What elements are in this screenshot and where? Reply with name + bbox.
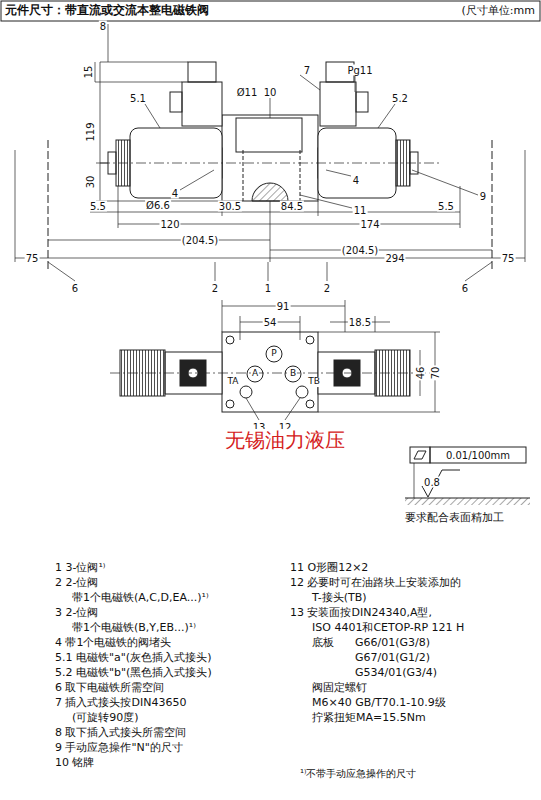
- dimension-label: 6: [71, 283, 79, 294]
- parts-list-text: 4 带1个电磁铁的阀堵头: [55, 637, 172, 649]
- dimension-label: 5.5: [437, 201, 455, 212]
- dimension-label: 7: [303, 65, 311, 76]
- parts-list-text: 5.1 电磁铁"a"(灰色插入式接头): [55, 652, 211, 664]
- dimension-label: Ø11: [236, 87, 259, 98]
- parts-list-text: 12 必要时可在油路块上安装添加的: [290, 577, 462, 589]
- header-title: 元件尺寸：带直流或交流本整电磁铁阀: [5, 4, 209, 17]
- dimension-label: 75: [25, 253, 40, 264]
- parts-list-text: 11 O形圈12×2: [290, 562, 368, 574]
- dimension-label: 5.5: [89, 201, 107, 212]
- dimension-label: 91: [276, 301, 291, 312]
- dimension-label: 0.01/100mm: [445, 450, 511, 461]
- dimension-label: 0.8: [423, 477, 441, 488]
- dimension-label: A: [251, 369, 259, 379]
- dimension-label: B: [289, 369, 297, 379]
- parts-list-text: 6 取下电磁铁所需空间: [55, 682, 165, 694]
- dimension-label: 120: [159, 219, 180, 230]
- dimension-label: 294: [384, 253, 405, 264]
- parts-list-text: 阀固定螺钉: [312, 682, 367, 694]
- parts-list-text: G66/01(G3/8): [355, 637, 430, 649]
- parts-list-text: ¹⁾不带手动应急操作的尺寸: [300, 768, 416, 779]
- dimension-label: 4: [171, 188, 179, 199]
- parts-list-text: 5.2 电磁铁"b"(黑色插入式接头): [55, 667, 212, 679]
- dimension-label: 15: [83, 65, 94, 80]
- parts-list-text: (可旋转90度): [72, 712, 139, 724]
- dimension-label: 18.5: [348, 317, 372, 328]
- parts-list-text: ISO 4401和CETOP-RP 121 H: [312, 622, 464, 634]
- dimension-label: Ø6.6: [145, 200, 171, 211]
- dimension-label: 10: [263, 87, 278, 98]
- dimension-label: 84.5: [280, 201, 304, 212]
- parts-list-text: 拧紧扭矩MA=15.5Nm: [312, 712, 426, 724]
- dimension-label: 6: [461, 283, 469, 294]
- parts-list-text: 10 铭牌: [55, 757, 95, 769]
- parts-list-text: 3 2-位阀: [55, 607, 98, 619]
- dimension-label: 5.1: [129, 93, 147, 104]
- parts-list-text: 带1个电磁铁(A,C,D,EA...)¹⁾: [72, 592, 209, 604]
- parts-list-text: M6×40 GB/T70.1-10.9级: [312, 697, 446, 709]
- dimension-label: (204.5): [181, 235, 219, 246]
- dimension-label: 1: [264, 283, 272, 294]
- dimension-label: 119: [85, 121, 96, 142]
- parts-list-text: 1 3-位阀¹⁾: [55, 562, 106, 574]
- dimension-label: 无锡油力液压: [224, 429, 346, 451]
- dimension-label: 2: [323, 283, 331, 294]
- dimension-label: 4: [352, 175, 360, 186]
- parts-list-text: 8 取下插入式接头所需空间: [55, 727, 187, 739]
- dimension-label: 46: [415, 366, 426, 381]
- dimension-label: 5.2: [391, 93, 409, 104]
- parts-list-text: G534/01(G3/4): [355, 667, 437, 679]
- dimension-label: 70: [430, 366, 441, 381]
- dimension-label: TA: [227, 377, 240, 387]
- parts-list-text: 带1个电磁铁(B,Y,EB...)¹⁾: [72, 622, 196, 634]
- dimension-label: 2: [211, 283, 219, 294]
- dimension-label: 30.5: [218, 201, 242, 212]
- parts-list-text: 9 手动应急操作"N"的尺寸: [55, 742, 183, 754]
- parts-list-text: 底板: [312, 637, 334, 649]
- dimension-label: 174: [359, 219, 380, 230]
- dimension-label: Pg11: [346, 65, 373, 76]
- dimension-label: 54: [263, 317, 278, 328]
- parts-list-text: 2 2-位阀: [55, 577, 98, 589]
- parts-list-text: 要求配合表面精加工: [405, 512, 504, 524]
- dimension-label: (尺寸单位:mm: [461, 5, 536, 17]
- dimension-label: 8: [99, 21, 107, 32]
- parts-list-text: T-接头(TB): [312, 592, 367, 604]
- parts-list-text: 7 插入式接头按DIN43650: [55, 697, 186, 709]
- dimension-label: 75: [501, 253, 516, 264]
- dimension-label: TB: [307, 377, 321, 387]
- dimension-label: 30: [85, 175, 96, 190]
- dimension-label: 11: [353, 205, 368, 216]
- dimension-label: (204.5): [341, 245, 379, 256]
- dimension-label: P: [270, 349, 277, 359]
- dimension-label: 9: [479, 191, 487, 202]
- parts-list-text: G67/01(G1/2): [355, 652, 430, 664]
- parts-list-text: 13 安装面按DIN24340,A型,: [290, 607, 432, 619]
